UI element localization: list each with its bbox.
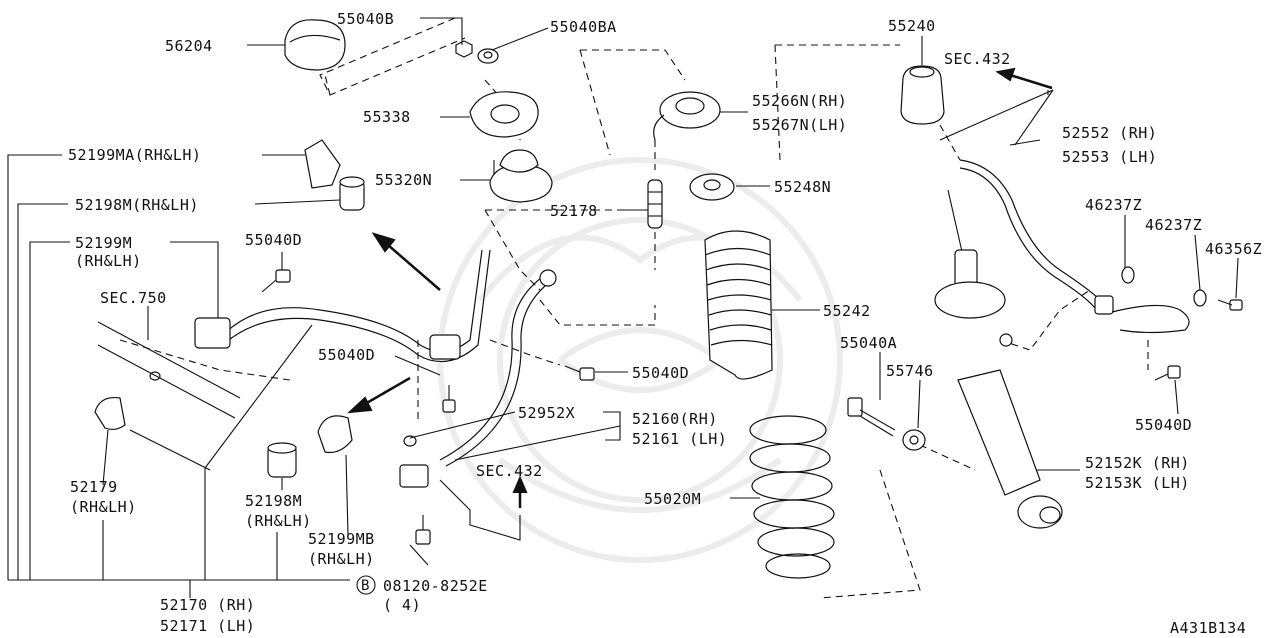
- label-52179-sub: (RH&LH): [70, 498, 137, 516]
- label-sec750: SEC.750: [100, 289, 167, 307]
- label-52198M-bottom-sub: (RH&LH): [245, 512, 312, 530]
- bracket-52199MB: [317, 415, 353, 454]
- label-55040D-top: 55040D: [245, 231, 302, 249]
- nut-55040B: [455, 40, 473, 58]
- label-52553: 52553 (LH): [1062, 148, 1157, 166]
- bush-52199MA: [304, 139, 341, 189]
- label-52171: 52171 (LH): [160, 617, 255, 635]
- bumper-52178: [647, 179, 663, 229]
- label-52199MB: 52199MB: [308, 530, 375, 548]
- mount-55320N: [489, 149, 553, 203]
- bush-52198M-top: [339, 176, 365, 211]
- label-52178: 52178: [550, 202, 598, 220]
- label-08120: 08120-8252E: [383, 577, 488, 595]
- label-52199MB-sub: (RH&LH): [308, 550, 375, 568]
- frame-sec750: [97, 321, 241, 471]
- label-52160: 52160(RH): [632, 410, 718, 428]
- spring-55020M: [749, 415, 835, 579]
- hose-52552: [959, 159, 1190, 334]
- label-56204: 56204: [165, 37, 213, 55]
- bolt-46356Z: [1217, 299, 1243, 311]
- seat-55248N: [689, 173, 735, 201]
- part-52179: [94, 396, 126, 431]
- washer-46237Z: [1121, 266, 1207, 307]
- label-52199M-sub: (RH&LH): [75, 252, 142, 270]
- bush-52198M-bottom: [267, 442, 297, 478]
- shock-absorber-52152K: [934, 189, 1063, 529]
- part-labels: 56204 55040B 55040BA 55240 SEC.432 55338…: [68, 10, 1262, 637]
- stabilizer-bar-52170: [194, 249, 491, 363]
- label-46356Z: 46356Z: [1205, 240, 1262, 258]
- label-55040BA: 55040BA: [550, 18, 617, 36]
- plate-55338: [469, 91, 539, 138]
- label-55040D-left: 55040D: [318, 346, 375, 364]
- bolt-55040A: [847, 397, 896, 437]
- cover-55266N: [653, 91, 721, 141]
- label-52152K: 52152K (RH): [1085, 454, 1190, 472]
- label-55040A: 55040A: [840, 334, 897, 352]
- label-52170: 52170 (RH): [160, 596, 255, 614]
- label-52199M: 52199M: [75, 234, 132, 252]
- label-55320N: 55320N: [375, 171, 432, 189]
- label-55267N: 55267N(LH): [752, 116, 847, 134]
- bolt-55040D: [261, 269, 1181, 545]
- watermark-emblem: [437, 157, 843, 563]
- label-55040B: 55040B: [337, 10, 394, 28]
- label-55040D-mid: 55040D: [632, 364, 689, 382]
- label-55338: 55338: [363, 108, 411, 126]
- label-bolt-mark: B: [361, 578, 370, 594]
- label-52161: 52161 (LH): [632, 430, 727, 448]
- boot-55242: [704, 230, 773, 380]
- label-sec432-top: SEC.432: [944, 50, 1011, 68]
- label-08120-qty: ( 4): [383, 596, 421, 614]
- label-52198M-top: 52198M(RH&LH): [75, 196, 199, 214]
- washer-55040BA: [477, 48, 499, 64]
- dashed-guides: [119, 17, 1149, 599]
- cap-56204: [284, 19, 346, 71]
- bolt-mark-circle: [356, 575, 376, 595]
- washer-55746: [902, 429, 926, 451]
- label-55040D-right: 55040D: [1135, 416, 1192, 434]
- assembly-bracket-lines: [7, 154, 350, 598]
- label-55020M: 55020M: [644, 490, 701, 508]
- label-55248N: 55248N: [774, 178, 831, 196]
- label-52199MA: 52199MA(RH&LH): [68, 146, 201, 164]
- label-52952X: 52952X: [518, 404, 575, 422]
- label-52153K: 52153K (LH): [1085, 474, 1190, 492]
- label-52179: 52179: [70, 478, 118, 496]
- diagram-id: A431B134: [1170, 619, 1246, 637]
- label-46237Z-a: 46237Z: [1085, 196, 1142, 214]
- label-55240: 55240: [888, 17, 936, 35]
- label-55266N: 55266N(RH): [752, 92, 847, 110]
- rubber-55240: [900, 65, 945, 125]
- connecting-rod-52160: [399, 269, 557, 488]
- label-55242: 55242: [823, 302, 871, 320]
- label-46237Z-b: 46237Z: [1145, 216, 1202, 234]
- label-sec432-mid: SEC.432: [476, 462, 543, 480]
- label-52198M-bottom: 52198M: [245, 492, 302, 510]
- leader-lines: [102, 17, 1239, 566]
- label-55746: 55746: [886, 362, 934, 380]
- label-52552: 52552 (RH): [1062, 124, 1157, 142]
- direction-arrows: [347, 67, 1053, 508]
- ring-52952X: [403, 435, 417, 447]
